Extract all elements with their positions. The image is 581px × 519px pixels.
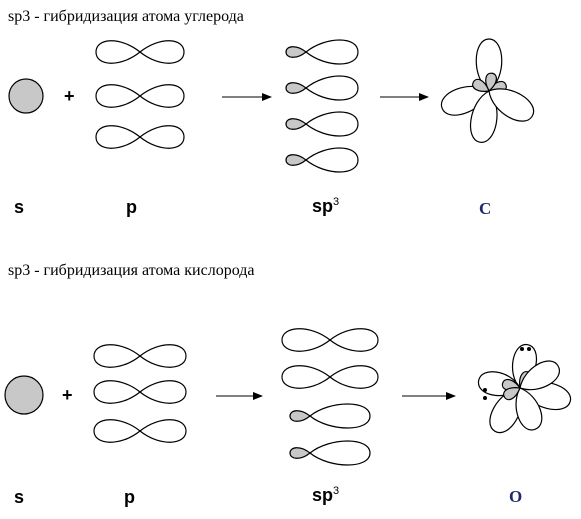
- oxygen-atom-label: O: [509, 487, 523, 506]
- carbon-hybrid-lobe: [472, 78, 535, 122]
- oxygen-tetrahedral-orbitals: [478, 344, 571, 434]
- oxygen-sp3-orbitals: [281, 328, 379, 466]
- oxygen-sp3-filled-orbital: [281, 328, 379, 352]
- carbon-hybrid-lobe: [470, 72, 498, 143]
- oxygen-sp3-orbital: [289, 403, 371, 429]
- oxygen-label-sp3: sp3: [312, 485, 340, 505]
- carbon-sp3-orbital: [285, 75, 359, 101]
- oxygen-sp3-filled-orbital: [281, 365, 379, 389]
- oxygen-s-orbital: [4, 375, 44, 415]
- carbon-tetrahedral-orbitals: [440, 38, 535, 143]
- oxygen-title: sp3 - гибридизация атома кислорода: [8, 262, 255, 279]
- carbon-plus-sign: +: [64, 86, 75, 106]
- carbon-sp3-orbitals: [285, 39, 359, 173]
- carbon-label-s: s: [14, 197, 25, 217]
- oxygen-label-p: p: [124, 487, 135, 507]
- carbon-p-orbitals: [95, 40, 185, 149]
- carbon-atom-label: C: [479, 199, 492, 218]
- carbon-p-orbital: [95, 40, 185, 64]
- oxygen-plus-sign: +: [62, 385, 73, 405]
- oxygen-p-orbital: [93, 419, 187, 443]
- carbon-title: sp3 - гибридизация атома углерода: [8, 8, 244, 25]
- electron-dot: [483, 388, 487, 392]
- carbon-sp3-orbital: [285, 39, 359, 65]
- electron-dot: [527, 347, 531, 351]
- carbon-label-sp3: sp3: [312, 196, 340, 216]
- oxygen-hybrid-lobe: [515, 387, 543, 431]
- oxygen-p-orbitals: [93, 344, 187, 443]
- oxygen-lone-pair-dots: [483, 347, 531, 400]
- oxygen-p-orbital: [93, 380, 187, 404]
- oxygen-hybrid-lobe: [503, 360, 561, 401]
- electron-dot: [520, 347, 524, 351]
- oxygen-sp3-orbital: [289, 440, 371, 466]
- carbon-p-orbital: [95, 125, 185, 149]
- electron-dot: [483, 396, 487, 400]
- oxygen-label-s: s: [14, 487, 25, 507]
- carbon-sp3-orbital: [285, 111, 359, 137]
- carbon-s-orbital: [8, 78, 44, 114]
- carbon-p-orbital: [95, 84, 185, 108]
- carbon-sp3-orbital: [285, 147, 359, 173]
- oxygen-p-orbital: [93, 344, 187, 368]
- carbon-label-p: p: [126, 197, 137, 217]
